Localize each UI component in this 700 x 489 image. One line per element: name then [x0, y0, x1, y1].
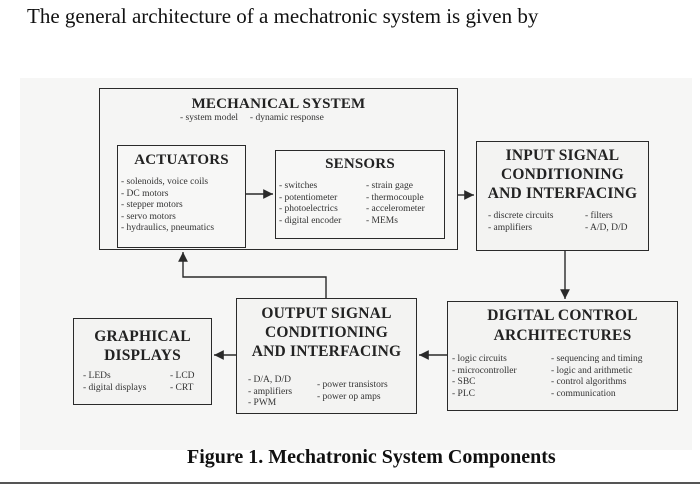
mechanical-system-items: - system model - dynamic response — [180, 113, 324, 123]
graphical-displays-title: GRAPHICAL DISPLAYS — [94, 328, 191, 364]
bottom-divider — [0, 482, 700, 484]
sensors-box: SENSORS - switches - potentiometer - pho… — [275, 150, 445, 239]
digital-control-list-left: - logic circuits - microcontroller - SBC… — [452, 354, 517, 399]
sensors-title: SENSORS — [325, 156, 395, 172]
output-conditioning-list-left: - D/A, D/D - amplifiers - PWM — [248, 375, 293, 408]
input-conditioning-list-right: - filters - A/D, D/D — [585, 211, 628, 233]
mechanical-system-title: MECHANICAL SYSTEM — [191, 96, 366, 112]
input-conditioning-list-left: - discrete circuits - amplifiers — [488, 211, 554, 233]
graphical-displays-list-left: - LEDs - digital displays — [83, 371, 147, 393]
intro-text: The general architecture of a mechatroni… — [27, 4, 539, 28]
arrow-output-to-actuators — [178, 252, 327, 298]
sensors-list-left: - switches - potentiometer - photoelectr… — [279, 181, 342, 226]
actuators-title: ACTUATORS — [134, 152, 229, 168]
digital-control-title: DIGITAL CONTROL ARCHITECTURES — [487, 307, 638, 344]
graphical-displays-box: GRAPHICAL DISPLAYS - LEDs - digital disp… — [73, 318, 212, 405]
input-conditioning-box: INPUT SIGNAL CONDITIONING AND INTERFACIN… — [476, 141, 649, 251]
graphical-displays-list-right: - LCD - CRT — [170, 371, 195, 393]
output-conditioning-box: OUTPUT SIGNAL CONDITIONING AND INTERFACI… — [236, 298, 417, 414]
figure-caption: Figure 1. Mechatronic System Components — [187, 446, 556, 468]
digital-control-box: DIGITAL CONTROL ARCHITECTURES - logic ci… — [447, 301, 678, 411]
digital-control-list-right: - sequencing and timing - logic and arit… — [551, 354, 643, 399]
sensors-list-right: - strain gage - thermocouple - accelerom… — [366, 181, 425, 226]
input-conditioning-title: INPUT SIGNAL CONDITIONING AND INTERFACIN… — [487, 147, 638, 202]
actuators-box: ACTUATORS - solenoids, voice coils - DC … — [117, 145, 246, 248]
output-conditioning-title: OUTPUT SIGNAL CONDITIONING AND INTERFACI… — [251, 305, 402, 360]
actuators-list: - solenoids, voice coils - DC motors - s… — [121, 177, 215, 233]
output-conditioning-list-right: - power transistors - power op amps — [317, 380, 388, 402]
